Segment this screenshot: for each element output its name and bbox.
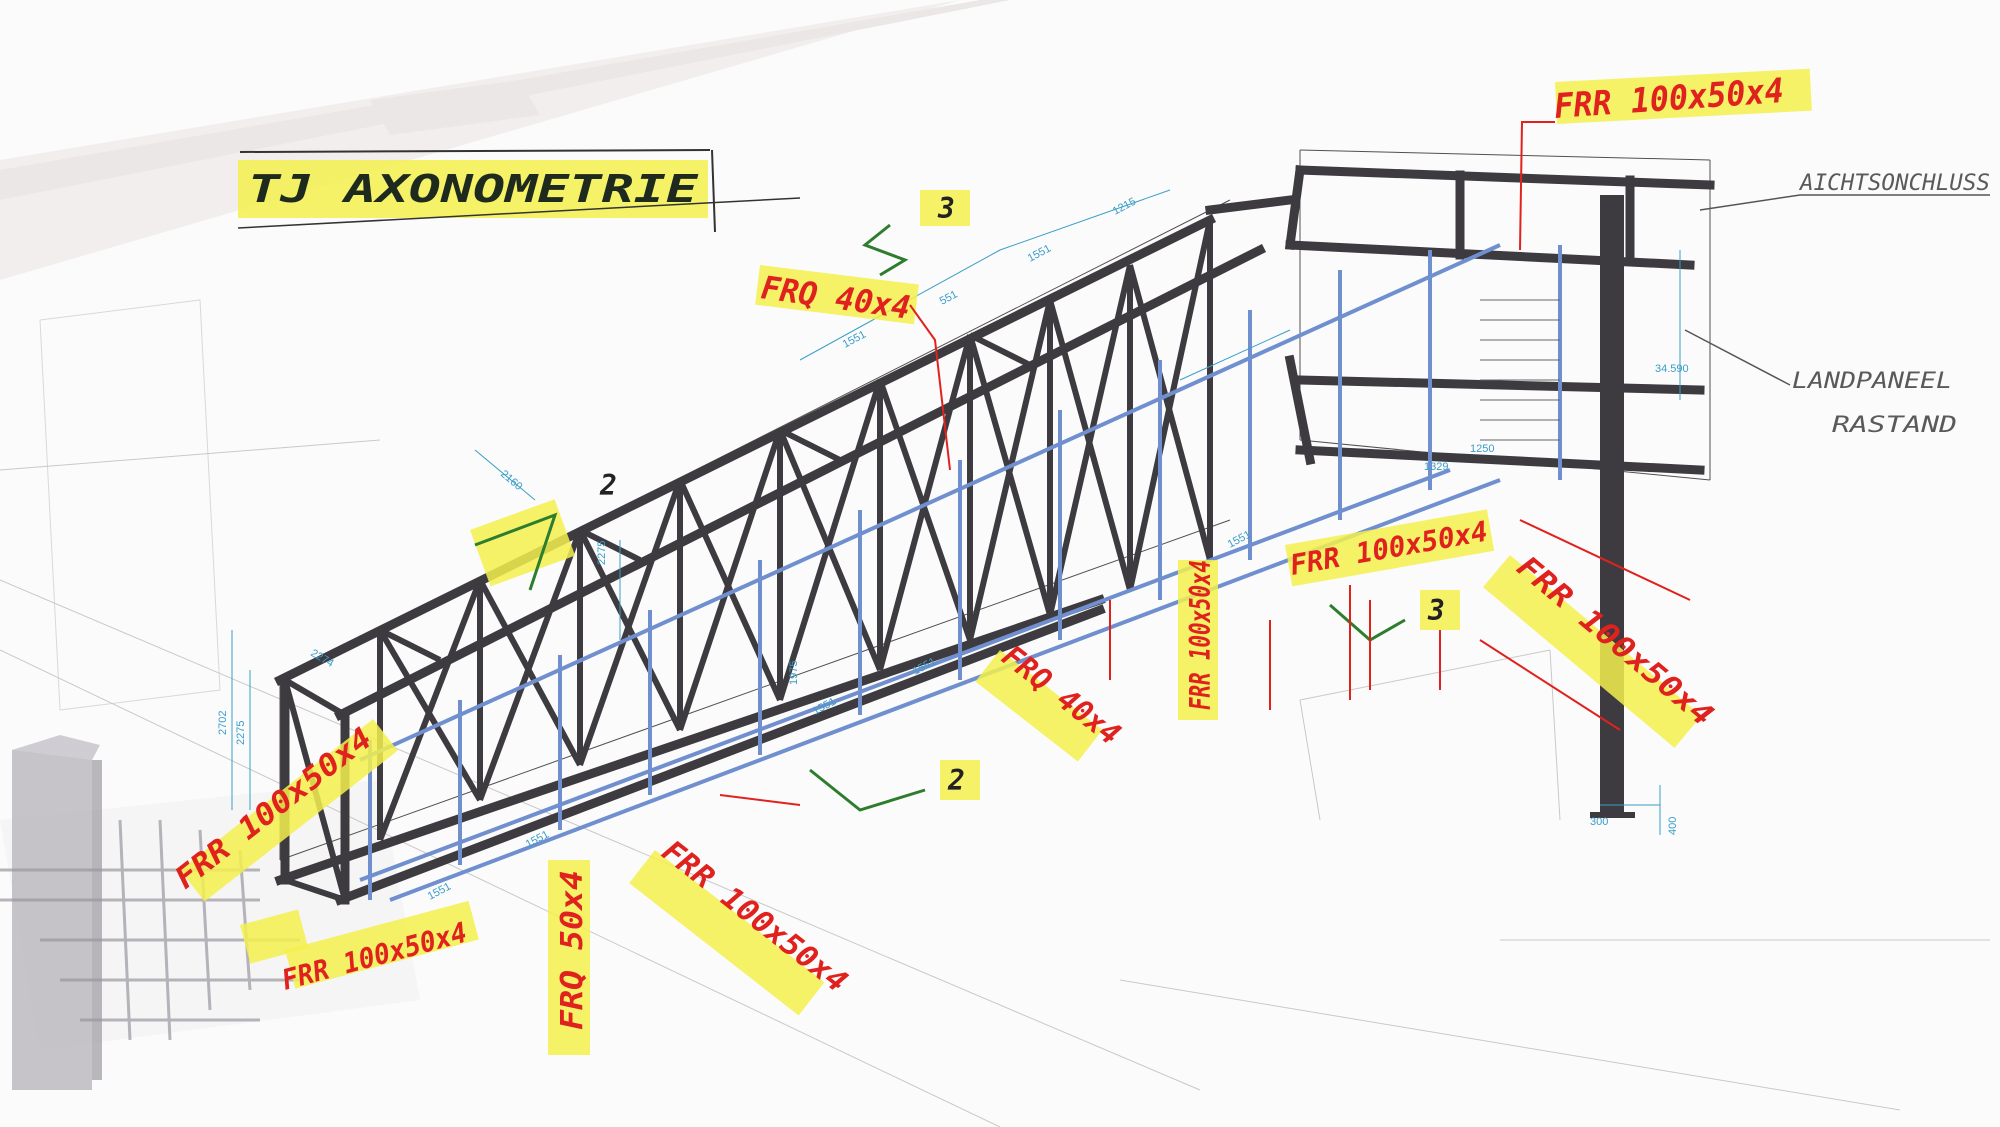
note-text: RASTAND [1832, 413, 1957, 438]
profile-label: FRR 100x50x4 [1287, 515, 1490, 582]
dim-label: 34.590 [1655, 363, 1689, 375]
drawing-title: TJ AXONOMETRIE [248, 167, 700, 211]
dim-label: 2275 [596, 541, 608, 565]
dim-label: 400 [1667, 817, 1679, 835]
profile-label: FRQ 50x4 [555, 870, 590, 1030]
dim-label: 1215 [1111, 196, 1138, 218]
truss-structure [273, 149, 1715, 906]
existing-building [0, 735, 300, 1090]
section-mark: 2 [947, 764, 965, 797]
dim-label: 1551 [1026, 243, 1053, 265]
side-notes: AICHTSONCHLUSS LANDPANEEL RASTAND [1684, 171, 1990, 438]
dim-label: 2275 [235, 721, 247, 745]
title-block: TJ AXONOMETRIE [237, 149, 801, 233]
section-mark: 3 [937, 192, 955, 225]
dim-label: 1329 [1424, 461, 1448, 473]
dim-label: 1975 [788, 661, 800, 685]
note-text: AICHTSONCHLUSS [1798, 171, 1990, 196]
dimension-lines [231, 189, 1681, 835]
section-mark: 3 [1427, 594, 1445, 627]
dim-label: 2160 [498, 468, 524, 493]
dim-label: 1551 [841, 329, 868, 351]
dim-label: 300 [1590, 816, 1608, 828]
dim-label: 2702 [217, 711, 229, 735]
dim-label: 1250 [1470, 443, 1494, 455]
profile-label: FRR 100x50x4 [1184, 560, 1217, 710]
section-mark: 2 [599, 469, 617, 502]
profile-label: FRR 100x50x4 [1553, 71, 1785, 127]
note-text: LANDPANEEL [1792, 369, 1952, 394]
dim-label: 551 [938, 288, 960, 307]
